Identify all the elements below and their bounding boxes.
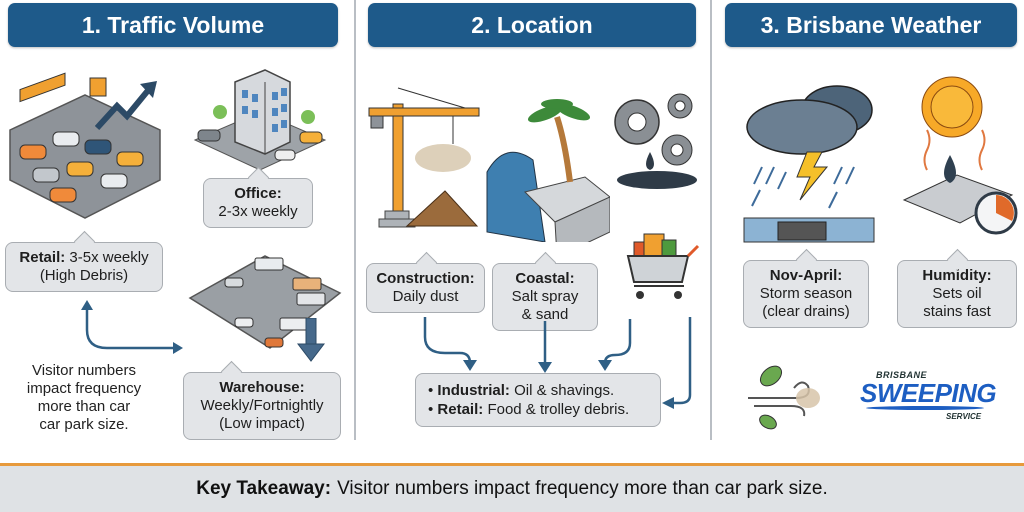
callout-label: Construction: <box>376 270 475 287</box>
callout-text: 2-3x weekly <box>218 203 298 220</box>
logo-main-text: SWEEPING <box>860 378 997 408</box>
industrial-gears-illustration <box>614 93 697 189</box>
callout-label: Nov-April: <box>769 267 843 284</box>
callout-text: (High Debris) <box>39 267 129 284</box>
key-takeaway-banner: Key Takeaway: Visitor numbers impact fre… <box>0 466 1024 512</box>
down-arrow-icon <box>296 318 326 362</box>
callout-label: Coastal: <box>515 270 575 287</box>
logo-swoosh <box>866 406 984 410</box>
note-line: Visitor numbers <box>32 362 136 379</box>
sun-humidity-illustration <box>902 76 1018 235</box>
section-header-location: 2. Location <box>368 3 696 47</box>
office-building-illustration <box>193 69 327 171</box>
office-frequency-callout: Office: 2-3x weekly <box>203 178 313 228</box>
summary-text: Oil & shavings. <box>514 382 615 399</box>
location-summary-box: • Industrial: Oil & shavings. • Retail: … <box>415 373 661 427</box>
growth-arrow-icon <box>95 81 157 131</box>
callout-text: Weekly/Fortnightly <box>200 397 324 414</box>
takeaway-text: Visitor numbers impact frequency more th… <box>337 478 828 499</box>
callout-text: Salt spray <box>511 288 579 305</box>
note-line: impact frequency <box>26 380 142 397</box>
retail-frequency-callout: Retail: 3-5x weekly (High Debris) <box>5 242 163 292</box>
header-title: 2. Location <box>471 11 593 38</box>
connector-arrows <box>423 317 692 409</box>
humidity-callout: Humidity: Sets oil stains fast <box>897 260 1017 328</box>
header-title: 3. Brisbane Weather <box>760 11 982 38</box>
callout-label: Warehouse: <box>219 379 305 396</box>
note-line: car park size. <box>39 416 129 433</box>
storm-cloud-illustration <box>743 85 875 243</box>
warehouse-carpark-illustration <box>188 255 342 349</box>
summary-label: Industrial: <box>437 382 510 399</box>
construction-crane-illustration <box>368 87 480 228</box>
footer-accent-line <box>0 463 1024 466</box>
traffic-note: Visitor numbers impact frequency more th… <box>14 362 154 434</box>
summary-item-retail: • Retail: Food & trolley debris. <box>428 401 630 418</box>
note-line: more than car <box>37 398 131 415</box>
callout-text: (clear drains) <box>762 303 850 320</box>
section-header-brisbane-weather: 3. Brisbane Weather <box>725 3 1017 47</box>
summary-label: Retail: <box>437 401 484 418</box>
retail-carpark-illustration <box>9 72 161 219</box>
connector-arrow <box>81 300 183 354</box>
callout-text: 3-5x weekly <box>69 249 149 266</box>
construction-callout: Construction: Daily dust <box>366 263 485 313</box>
callout-text: (Low impact) <box>219 415 305 432</box>
coastal-illustration <box>486 99 610 242</box>
warehouse-frequency-callout: Warehouse: Weekly/Fortnightly (Low impac… <box>183 372 341 440</box>
logo-bottom-text: SERVICE <box>946 412 982 421</box>
callout-text: stains fast <box>923 303 991 320</box>
coastal-callout: Coastal: Salt spray & sand <box>492 263 598 331</box>
column-divider <box>354 0 356 440</box>
callout-label: Humidity: <box>922 267 992 284</box>
callout-text: Sets oil <box>932 285 982 302</box>
brisbane-sweeping-logo: BRISBANE SWEEPING SERVICE <box>858 368 998 428</box>
callout-text: & sand <box>521 306 569 323</box>
callout-text: Daily dust <box>392 288 459 305</box>
summary-item-industrial: • Industrial: Oil & shavings. <box>428 382 615 399</box>
summary-text: Food & trolley debris. <box>487 401 630 418</box>
wind-leaves-icon <box>748 365 820 430</box>
callout-label: Office: <box>234 185 282 202</box>
shopping-trolley-icon <box>626 233 700 299</box>
takeaway-label: Key Takeaway: <box>196 478 332 499</box>
callout-text: Storm season <box>759 285 853 302</box>
header-title: 1. Traffic Volume <box>81 11 265 38</box>
logo-top-text: BRISBANE <box>876 370 928 380</box>
callout-label: Retail: <box>19 249 66 266</box>
column-divider <box>710 0 712 440</box>
section-header-traffic-volume: 1. Traffic Volume <box>8 3 338 47</box>
storm-season-callout: Nov-April: Storm season (clear drains) <box>743 260 869 328</box>
